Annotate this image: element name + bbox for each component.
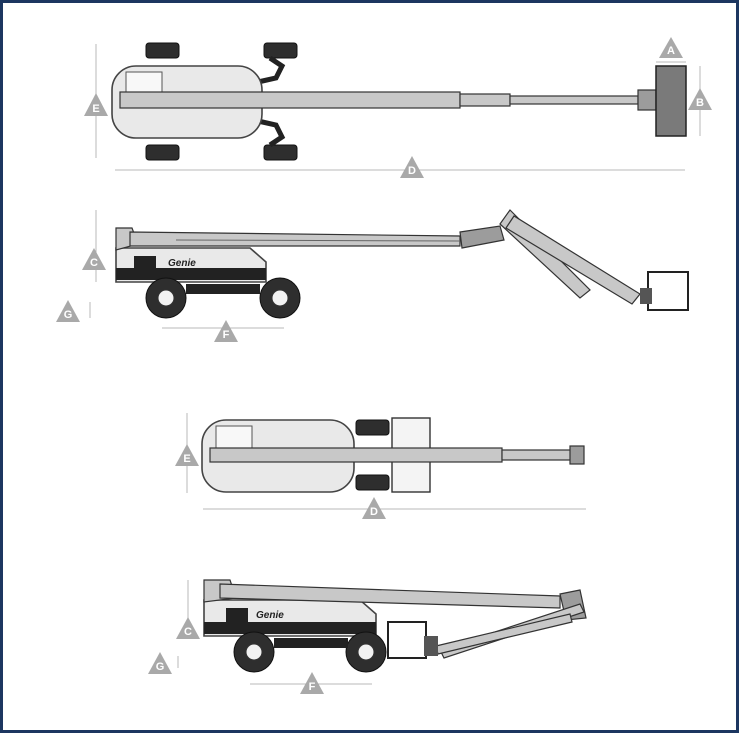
- top-view-extended: E D A B: [84, 37, 712, 178]
- tyre-stowed-bottom: [355, 474, 390, 491]
- svg-text:F: F: [309, 681, 316, 693]
- boom-base-section: [119, 91, 461, 109]
- marker-f-side: F: [214, 320, 238, 342]
- steer-arm-rear-top: [257, 55, 286, 85]
- top-view-stowed: E D: [175, 413, 586, 519]
- marker-e-stowed: E: [175, 444, 199, 466]
- brand-logo-text: Genie: [168, 258, 196, 269]
- tyre-stowed-top: [355, 419, 390, 436]
- boom-stowed-base: [209, 447, 503, 463]
- chassis-skirt: [116, 268, 266, 280]
- jib-rotator: [637, 89, 657, 111]
- boom-tip-section: [509, 95, 639, 105]
- svg-text:F: F: [223, 329, 230, 341]
- svg-text:C: C: [90, 257, 98, 269]
- tyre-front-left: [145, 42, 180, 59]
- marker-g-stowed: G: [148, 652, 172, 674]
- logo-badge-stowed: [226, 608, 248, 622]
- platform-side: [647, 271, 689, 311]
- svg-text:B: B: [696, 97, 704, 109]
- steer-arm-rear-bottom: [257, 118, 286, 148]
- marker-c-side: C: [82, 248, 106, 270]
- brand-logo-text-stowed: Genie: [256, 610, 284, 621]
- svg-text:D: D: [370, 506, 378, 518]
- marker-g-side: G: [56, 300, 80, 322]
- boom-stowed-tip: [501, 449, 579, 461]
- svg-text:C: C: [184, 626, 192, 638]
- boom-stowed-side: [219, 583, 561, 609]
- svg-text:E: E: [183, 453, 190, 465]
- logo-badge: [134, 256, 156, 270]
- platform-top: [655, 65, 687, 137]
- jib-stowed-lower: [435, 613, 573, 655]
- svg-text:E: E: [92, 103, 99, 115]
- svg-text:G: G: [64, 309, 73, 321]
- tyre-rear-right: [263, 144, 298, 161]
- axle-housing: [186, 284, 260, 294]
- marker-d-stowed: D: [362, 497, 386, 519]
- tyre-rear-left: [263, 42, 298, 59]
- marker-a: A: [659, 37, 683, 58]
- marker-f-stowed: F: [300, 672, 324, 694]
- boom-nose: [459, 225, 505, 249]
- boom-side: [129, 231, 461, 247]
- marker-e-top: E: [84, 93, 108, 116]
- marker-b: B: [688, 88, 712, 110]
- boom-mid-section: [459, 93, 511, 107]
- platform-stowed-side: [387, 621, 427, 659]
- side-view-extended: Genie C G F: [56, 209, 689, 342]
- cab-top: [125, 71, 163, 95]
- marker-d-top: D: [400, 156, 424, 178]
- marker-c-stowed: C: [176, 617, 200, 639]
- svg-text:A: A: [667, 45, 675, 57]
- svg-text:G: G: [156, 661, 165, 673]
- svg-text:D: D: [408, 165, 416, 177]
- side-view-stowed: Genie C G F: [148, 579, 587, 694]
- tyre-front-right: [145, 144, 180, 161]
